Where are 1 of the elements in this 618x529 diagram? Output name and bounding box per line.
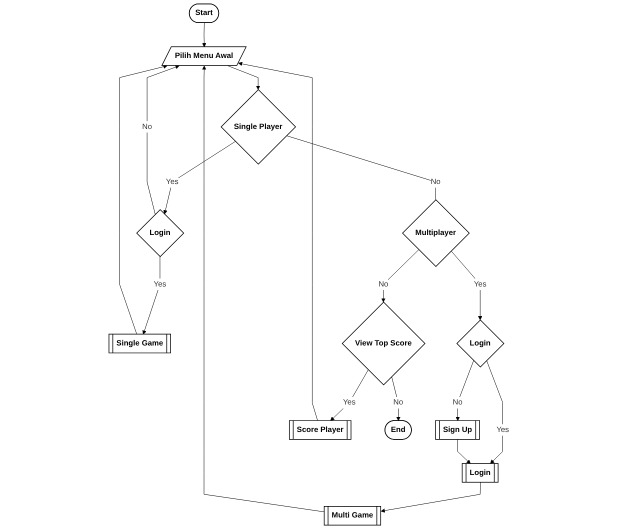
connector [286,135,436,200]
